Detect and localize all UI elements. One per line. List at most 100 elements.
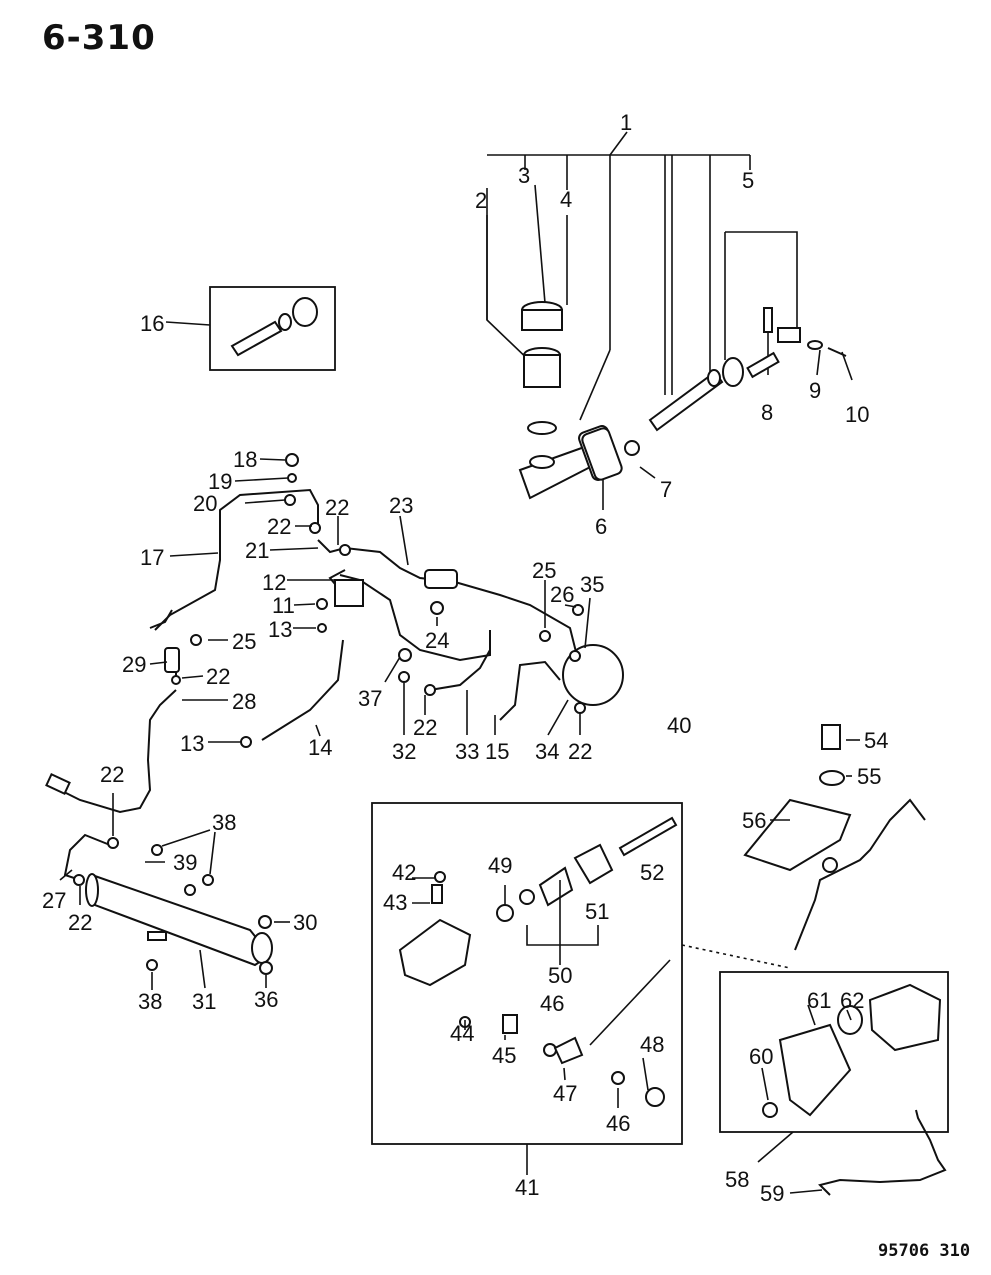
callout-14: 14 xyxy=(308,735,332,760)
callout-46a: 46 xyxy=(540,991,564,1016)
push-rod-52 xyxy=(618,816,678,857)
piston-assembly-part xyxy=(648,370,724,432)
callout-2: 2 xyxy=(475,188,487,213)
cap-36 xyxy=(259,961,273,975)
callout-58: 58 xyxy=(725,1167,749,1192)
bracket-part xyxy=(147,931,167,941)
washer-46b xyxy=(611,1071,625,1085)
union-29 xyxy=(164,647,180,673)
callout-48: 48 xyxy=(640,1032,664,1057)
washer-46a xyxy=(543,1043,557,1057)
page-title: 6-310 xyxy=(42,18,156,58)
master-cylinder-bracket-lines xyxy=(486,131,853,510)
callout-39: 39 xyxy=(173,850,197,875)
callout-labels: 1 2 3 4 5 6 7 8 9 10 11 12 13 13 14 15 1… xyxy=(42,110,888,1206)
callout-60: 60 xyxy=(749,1044,773,1069)
bolt-60 xyxy=(762,1102,778,1118)
callout-45: 45 xyxy=(492,1043,516,1068)
callout-27: 27 xyxy=(42,888,66,913)
callout-41: 41 xyxy=(515,1175,539,1200)
part-45 xyxy=(502,1014,518,1034)
callout-20: 20 xyxy=(193,491,217,516)
reservoir-31 xyxy=(90,873,272,967)
callout-7: 7 xyxy=(660,477,672,502)
callout-1: 1 xyxy=(620,110,632,135)
callout-22e: 22 xyxy=(568,739,592,764)
callout-9: 9 xyxy=(809,378,821,403)
master-cylinder-parts xyxy=(518,301,847,500)
callout-22a: 22 xyxy=(267,514,291,539)
hose-14 xyxy=(261,639,344,741)
release-cylinder-body xyxy=(398,918,472,987)
callout-30: 30 xyxy=(293,910,317,935)
bracket-56 xyxy=(743,798,852,872)
callout-38b: 38 xyxy=(138,989,162,1014)
callout-62: 62 xyxy=(840,988,864,1013)
gasket-part xyxy=(581,427,623,481)
callout-47: 47 xyxy=(553,1081,577,1106)
washer-part xyxy=(807,340,823,350)
adapter-body xyxy=(868,983,942,1052)
o-ring-62 xyxy=(837,1005,863,1035)
bolt-38a xyxy=(151,844,163,856)
callout-36: 36 xyxy=(254,987,278,1012)
bolt-48 xyxy=(645,1087,665,1107)
callout-13a: 13 xyxy=(268,617,292,642)
diagram-reference-code: 95706 310 xyxy=(878,1241,971,1261)
callout-11: 11 xyxy=(272,593,295,618)
clevis-part xyxy=(777,327,801,343)
callout-42: 42 xyxy=(392,860,416,885)
callout-24: 24 xyxy=(425,628,449,653)
callout-12: 12 xyxy=(262,570,286,595)
callout-40: 40 xyxy=(667,713,691,738)
callout-22c: 22 xyxy=(206,664,230,689)
reservoir-clamp-part xyxy=(527,421,557,435)
callout-26: 26 xyxy=(550,582,574,607)
clevis-pin-part xyxy=(763,307,773,333)
callout-22d: 22 xyxy=(413,715,437,740)
callout-16: 16 xyxy=(140,311,164,336)
callout-22b: 22 xyxy=(325,495,349,520)
callout-5: 5 xyxy=(742,168,754,193)
callout-19: 19 xyxy=(208,469,232,494)
callout-29: 29 xyxy=(122,652,146,677)
callout-56: 56 xyxy=(742,808,766,833)
callout-25a: 25 xyxy=(532,558,556,583)
callout-13b: 13 xyxy=(180,731,204,756)
callout-49: 49 xyxy=(488,853,512,878)
callout-43: 43 xyxy=(383,890,407,915)
snap-ring-part xyxy=(707,369,721,387)
pipe-15 xyxy=(339,574,491,662)
part-49 xyxy=(496,904,514,922)
callout-33: 33 xyxy=(455,739,479,764)
callout-8: 8 xyxy=(761,400,773,425)
callout-18: 18 xyxy=(233,447,257,472)
pipe-28 xyxy=(59,689,177,814)
callout-15: 15 xyxy=(485,739,509,764)
bleeder-cap-42 xyxy=(434,871,446,883)
callout-35: 35 xyxy=(580,572,604,597)
callout-3: 3 xyxy=(518,163,530,188)
hose-33 xyxy=(429,649,491,691)
adapter-box xyxy=(719,971,949,1196)
pipe-17 xyxy=(154,488,319,631)
callout-22f: 22 xyxy=(100,762,124,787)
callout-51: 51 xyxy=(585,899,609,924)
union-47 xyxy=(553,1036,584,1065)
callout-23: 23 xyxy=(389,493,413,518)
boot-part xyxy=(722,357,744,387)
callout-54: 54 xyxy=(864,728,888,753)
callout-55: 55 xyxy=(857,764,881,789)
callout-28: 28 xyxy=(232,689,256,714)
bolt-54 xyxy=(821,724,841,750)
boot-51 xyxy=(573,843,614,885)
grommet-39 xyxy=(184,884,196,896)
callout-50: 50 xyxy=(548,963,572,988)
callout-34: 34 xyxy=(535,739,559,764)
callout-6: 6 xyxy=(595,514,607,539)
callout-31: 31 xyxy=(192,989,216,1014)
bracket-12 xyxy=(334,579,364,607)
callout-32: 32 xyxy=(392,739,416,764)
pipe-clamp-part xyxy=(424,569,458,589)
cotter-pin-part xyxy=(827,347,847,357)
